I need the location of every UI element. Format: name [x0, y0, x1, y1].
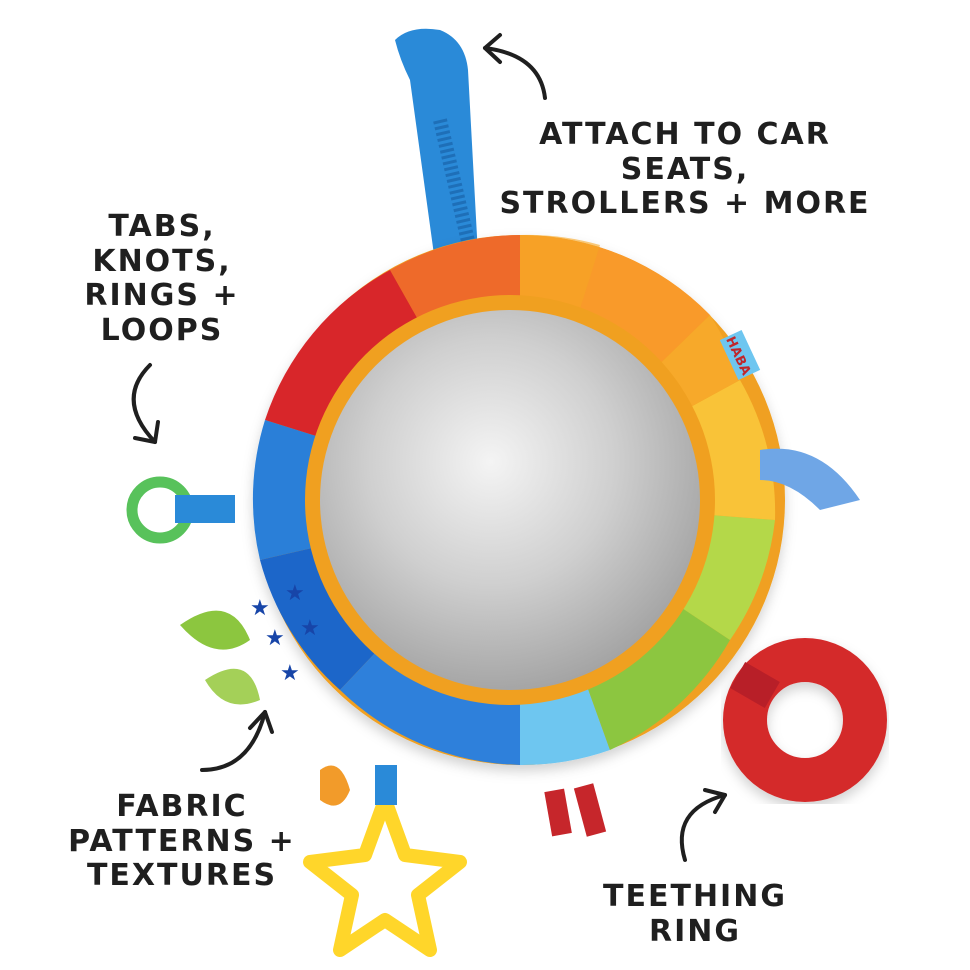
callout-line: STROLLERS + MORE — [499, 186, 871, 221]
arrow-icon — [679, 793, 727, 862]
callout-line: TABS, — [108, 209, 216, 244]
callout-attach: ATTACH TO CAR SEATS, STROLLERS + MORE — [470, 117, 900, 222]
teething-ring — [723, 638, 887, 802]
callout-tabs: TABS, KNOTS, RINGS + LOOPS — [62, 209, 262, 348]
leaf — [180, 610, 250, 650]
callout-line: FABRIC — [116, 789, 248, 824]
callout-line: RINGS + — [84, 278, 240, 313]
callout-line: TEXTURES — [86, 858, 278, 893]
mirror — [320, 310, 700, 690]
svg-text:★: ★ — [250, 595, 270, 620]
callout-line: KNOTS, — [92, 243, 232, 279]
arrows — [131, 33, 727, 862]
svg-text:★: ★ — [300, 615, 320, 640]
tab — [320, 765, 350, 806]
callout-line: RING — [649, 913, 741, 949]
callout-line: ATTACH TO CAR SEATS, — [539, 117, 831, 187]
svg-text:★: ★ — [285, 580, 305, 605]
callout-line: PATTERNS + — [68, 823, 296, 859]
callout-line: TEETHING — [603, 879, 787, 914]
callout-line: LOOPS — [100, 312, 224, 348]
arrow-icon — [200, 710, 267, 772]
svg-text:★: ★ — [265, 625, 285, 650]
callout-fabric: FABRIC PATTERNS + TEXTURES — [62, 789, 302, 894]
star-teether — [303, 793, 467, 957]
arrow-icon — [131, 363, 157, 444]
tab — [573, 783, 607, 837]
star-pattern: ★ ★ ★ ★ ★ — [250, 580, 320, 685]
knot — [760, 448, 860, 510]
tab — [544, 788, 572, 837]
callout-teething: TEETHING RING — [590, 879, 800, 949]
arrow-icon — [483, 46, 547, 100]
svg-text:★: ★ — [280, 660, 300, 685]
hanging-strap — [395, 28, 478, 262]
